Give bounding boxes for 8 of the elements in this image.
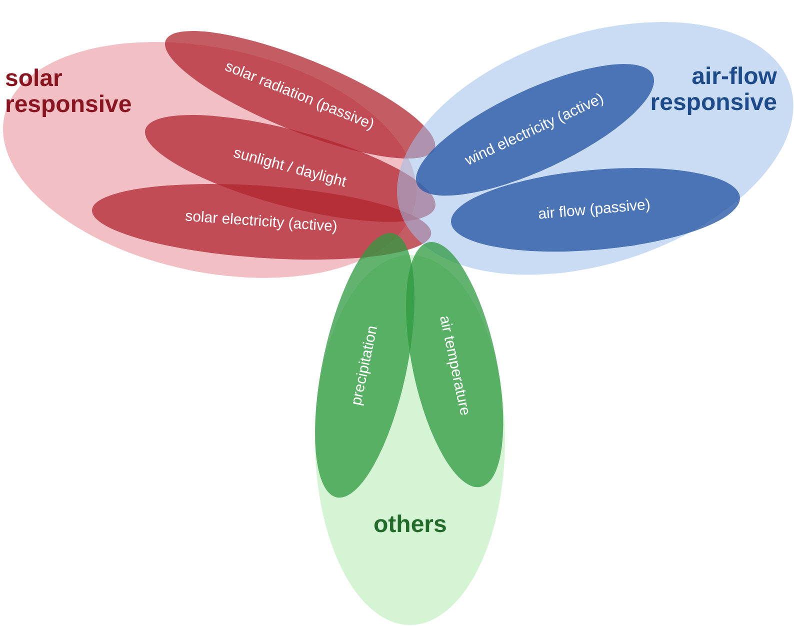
category-heading: air-flow responsive	[649, 64, 777, 116]
factor-label: air temperature	[436, 313, 474, 417]
factor-label: precipitation	[348, 324, 382, 406]
factor-label: sunlight / daylight	[232, 144, 348, 192]
category-heading: solar responsive	[4, 66, 133, 118]
factor-label: air flow (passive)	[538, 196, 652, 224]
factor-label: solar electricity (active)	[185, 208, 338, 236]
category-heading: others	[374, 512, 447, 538]
